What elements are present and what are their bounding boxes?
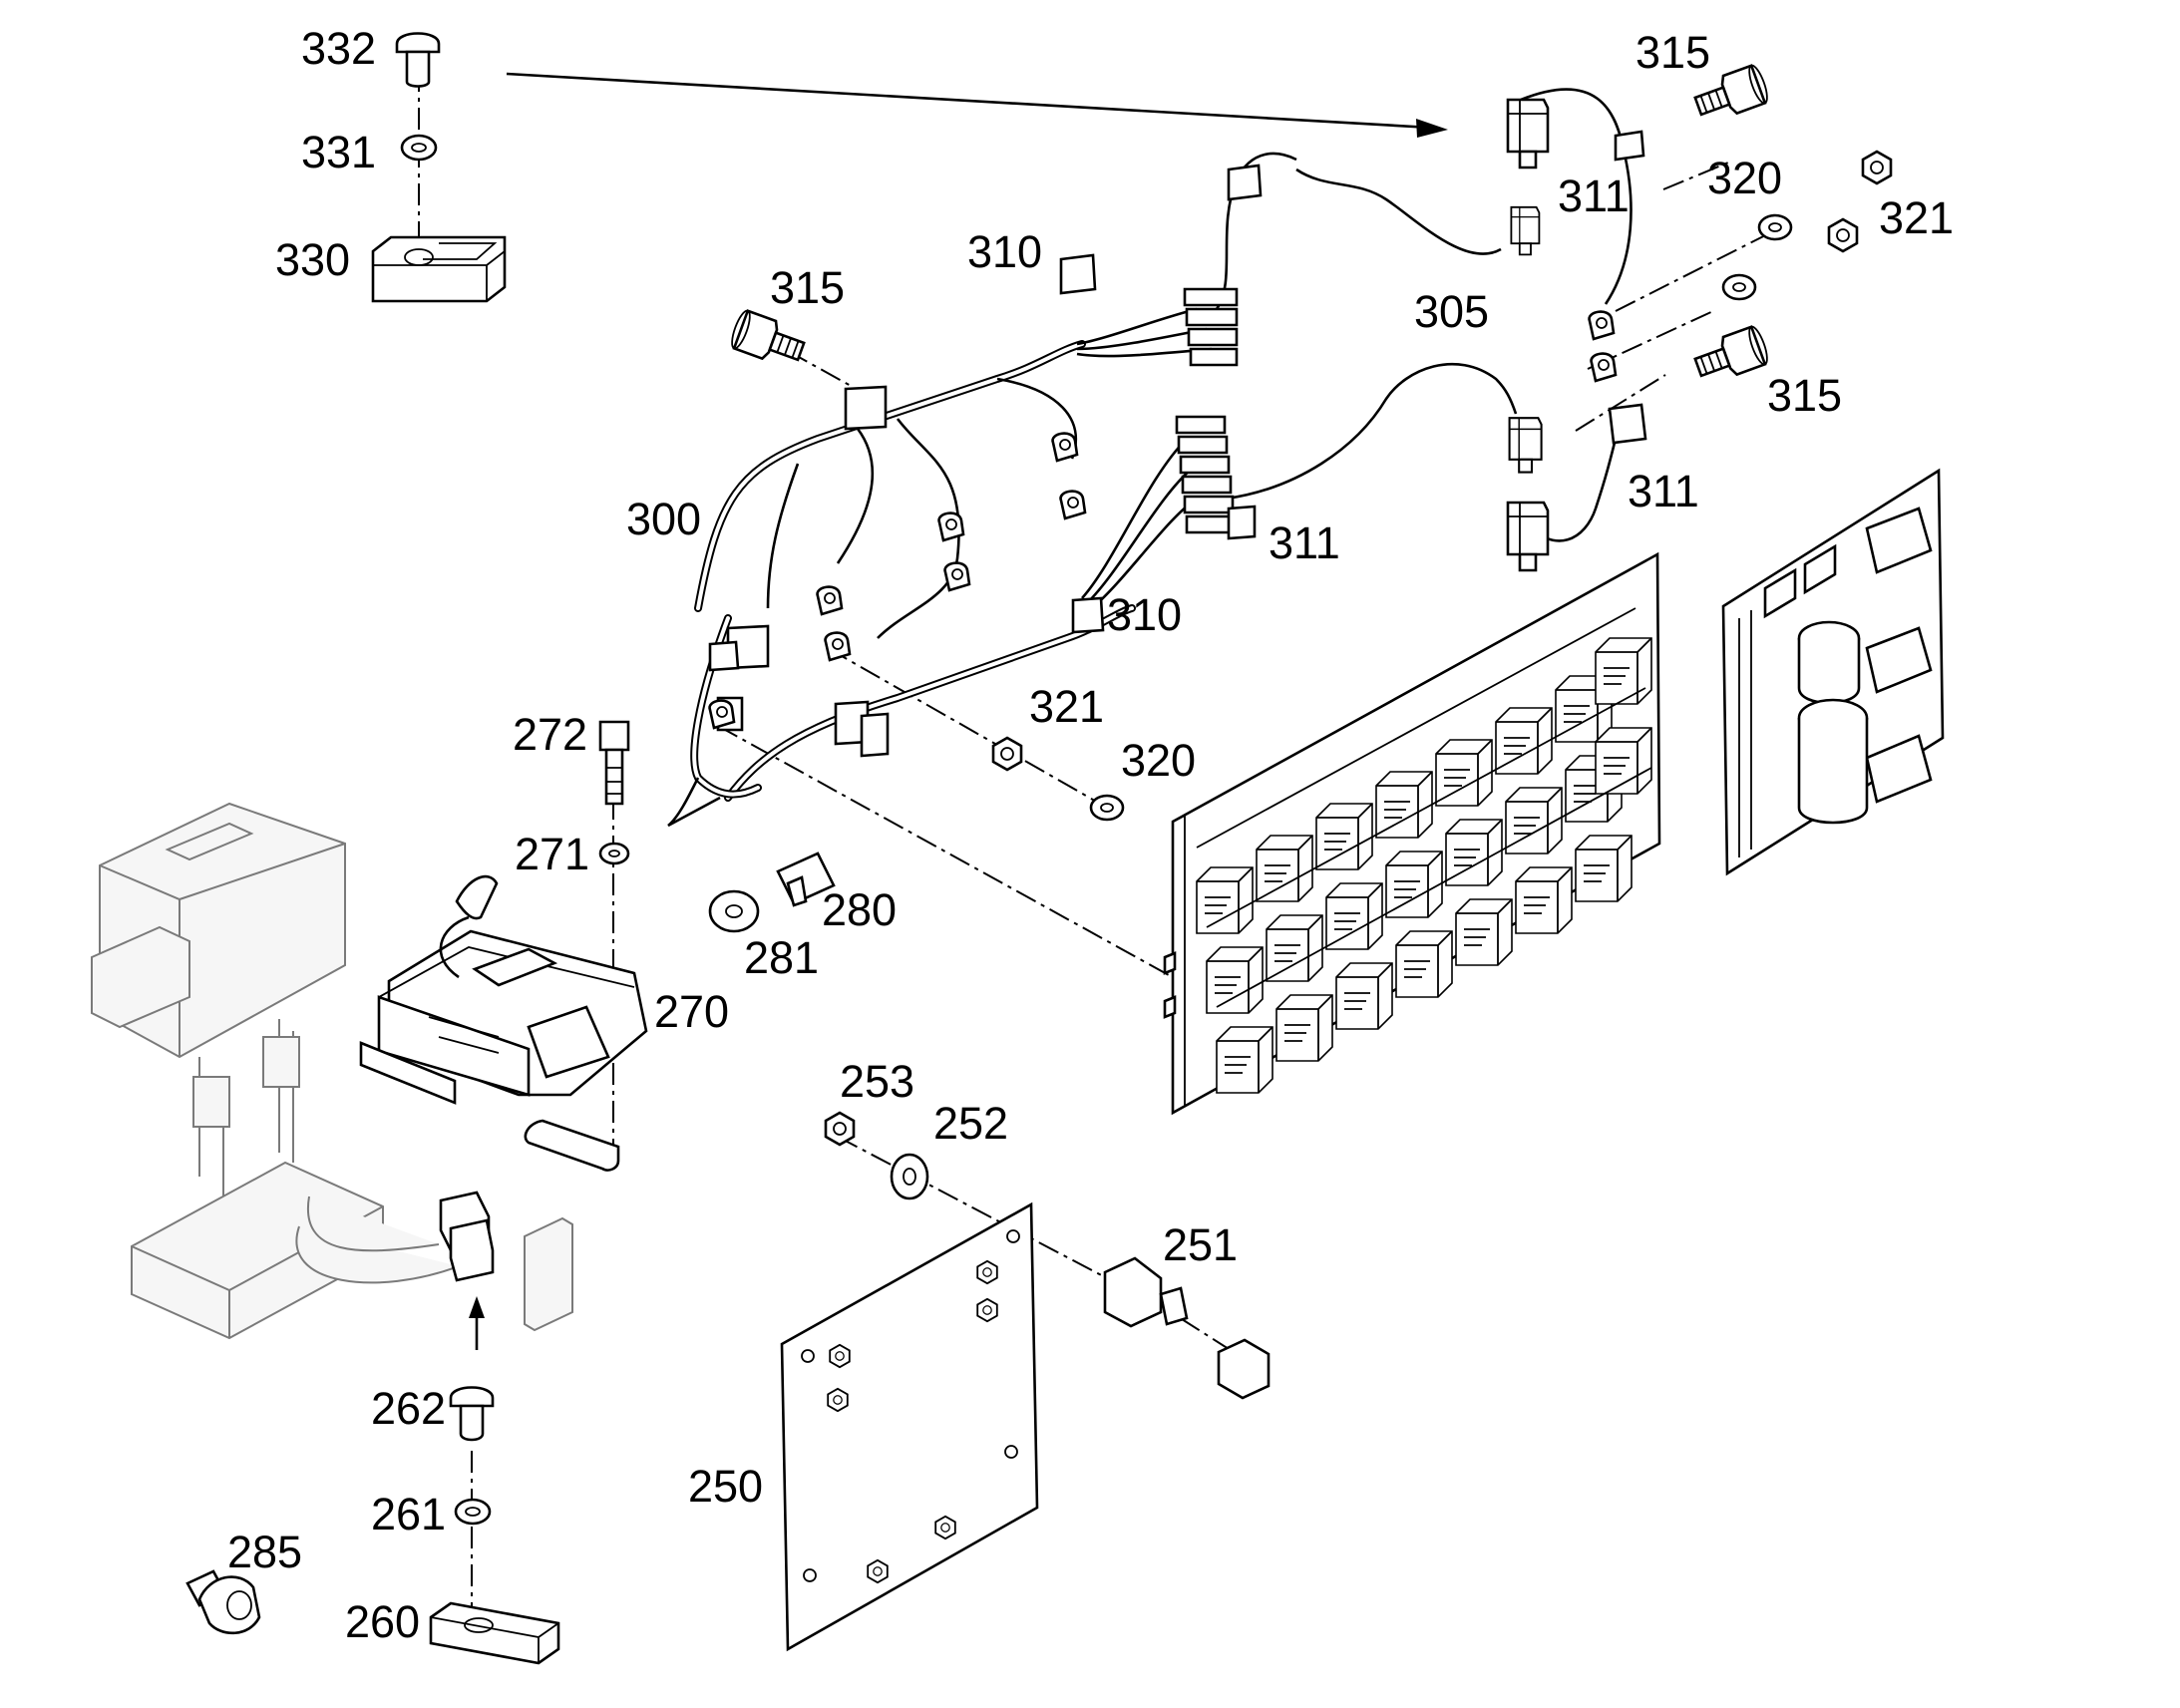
part-280-281-fittings — [708, 852, 836, 933]
callout-332: 332 — [301, 23, 376, 74]
part-330-332-clip-set — [371, 32, 507, 303]
callout-320-mid: 320 — [1121, 735, 1196, 786]
callout-285: 285 — [227, 1527, 302, 1577]
callout-250: 250 — [688, 1461, 763, 1512]
part-270-control-module — [359, 874, 648, 1172]
callout-280: 280 — [822, 884, 897, 935]
callout-315-right: 315 — [1767, 370, 1842, 421]
callout-270: 270 — [654, 986, 729, 1037]
callout-300: 300 — [626, 494, 701, 544]
callout-251: 251 — [1163, 1219, 1238, 1270]
part-315-cap-screws — [727, 62, 1772, 388]
callout-labels: 332 331 330 315 315 315 311 311 311 320 … — [227, 23, 1954, 1647]
callout-310-mid: 310 — [1107, 589, 1182, 640]
callout-321-top: 321 — [1879, 192, 1954, 243]
part-circuit-board-secondary — [1721, 468, 1945, 876]
part-260-262-clip-set — [429, 1386, 560, 1665]
callout-320-top: 320 — [1707, 153, 1782, 203]
part-251-253-sensor-hardware — [824, 1111, 1271, 1400]
part-271-272-screw-washer — [598, 720, 630, 865]
callout-281: 281 — [744, 932, 819, 983]
part-305-311-connectors — [1506, 98, 1647, 572]
part-285-indicator — [185, 1569, 261, 1635]
part-housing-ghost — [91, 802, 573, 1340]
callout-252: 252 — [933, 1098, 1008, 1149]
callout-305: 305 — [1414, 286, 1489, 337]
callout-271: 271 — [515, 829, 589, 879]
callout-310-top: 310 — [967, 226, 1042, 277]
callout-315-top: 315 — [1635, 27, 1710, 78]
callout-321-mid: 321 — [1029, 681, 1104, 732]
part-250-mounting-plate — [780, 1201, 1039, 1652]
callout-261: 261 — [371, 1489, 446, 1539]
callout-331: 331 — [301, 127, 376, 177]
callout-262: 262 — [371, 1383, 446, 1434]
callout-315-left: 315 — [770, 262, 845, 313]
callout-311-mid: 311 — [1269, 517, 1340, 568]
assembly-arrows — [469, 72, 1448, 1350]
part-circuit-board-main — [1163, 551, 1661, 1116]
callout-272: 272 — [513, 709, 587, 760]
callout-253: 253 — [840, 1056, 914, 1107]
callout-311-right: 311 — [1628, 466, 1699, 516]
callout-330: 330 — [275, 234, 350, 285]
callout-311-top: 311 — [1558, 171, 1630, 221]
callout-260: 260 — [345, 1596, 420, 1647]
